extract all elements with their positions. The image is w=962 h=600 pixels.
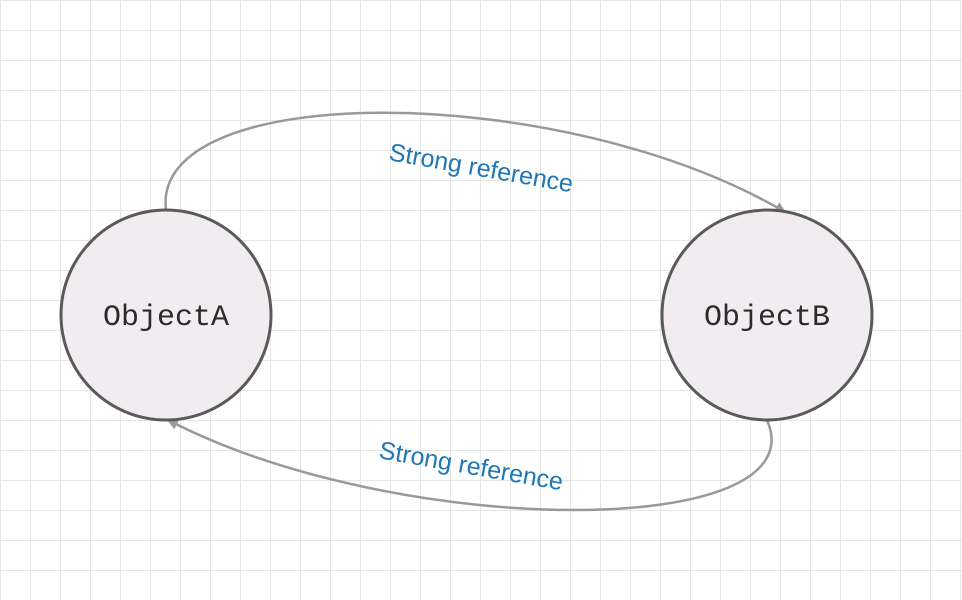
node-object-b-shape [660, 208, 874, 422]
node-object-b[interactable]: ObjectB [660, 208, 874, 422]
node-object-a-label: ObjectA [103, 301, 229, 335]
node-object-a[interactable]: ObjectA [59, 208, 273, 422]
node-object-a-shape [59, 208, 273, 422]
edge-a-to-b-label: Strong reference [387, 138, 575, 198]
edge-b-to-a[interactable] [167, 418, 773, 512]
edge-a-to-b[interactable] [164, 111, 786, 214]
node-object-b-label: ObjectB [704, 301, 830, 335]
edge-b-to-a-label: Strong reference [377, 436, 565, 496]
